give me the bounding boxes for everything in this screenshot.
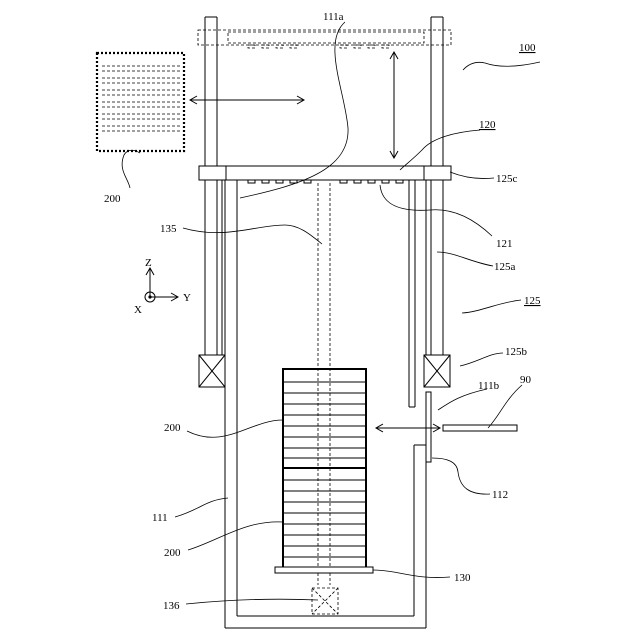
label-111a: 111a (323, 11, 344, 23)
substrate-stack (283, 369, 366, 569)
label-111b: 111b (478, 380, 500, 392)
lift-block-right (424, 355, 450, 387)
right-guide-column (431, 17, 443, 355)
label-136: 136 (163, 600, 180, 612)
shaft-135 (318, 183, 330, 585)
label-121: 121 (496, 238, 513, 250)
coordinate-axes: Z Y X (134, 257, 191, 316)
label-135: 135 (160, 223, 177, 235)
leader-lines (122, 22, 540, 604)
label-111: 111 (152, 512, 168, 524)
label-200-lower: 200 (164, 547, 181, 559)
label-200-external: 200 (104, 193, 121, 205)
label-130: 130 (454, 572, 471, 584)
guide-rails (222, 180, 426, 407)
axis-x-label: X (134, 304, 142, 316)
label-120: 120 (479, 119, 496, 131)
label-125b: 125b (505, 346, 528, 358)
label-90: 90 (520, 374, 532, 386)
axis-z-label: Z (145, 257, 152, 269)
left-guide-column (205, 17, 217, 355)
raised-plate-ghost (198, 30, 451, 48)
label-125a: 125a (494, 261, 516, 273)
label-100: 100 (519, 42, 536, 54)
label-125: 125 (524, 295, 541, 307)
label-200-upper: 200 (164, 422, 181, 434)
motor-136 (312, 588, 338, 614)
lift-block-left (199, 355, 225, 387)
axis-y-label: Y (183, 292, 191, 304)
label-112: 112 (492, 489, 508, 501)
motion-arrows (190, 52, 440, 432)
external-stack (97, 53, 184, 151)
substrate-90 (443, 425, 517, 431)
top-plate-120 (199, 166, 451, 183)
shutter-112 (426, 392, 431, 462)
label-125c: 125c (496, 173, 518, 185)
base-plate-130 (275, 567, 373, 573)
